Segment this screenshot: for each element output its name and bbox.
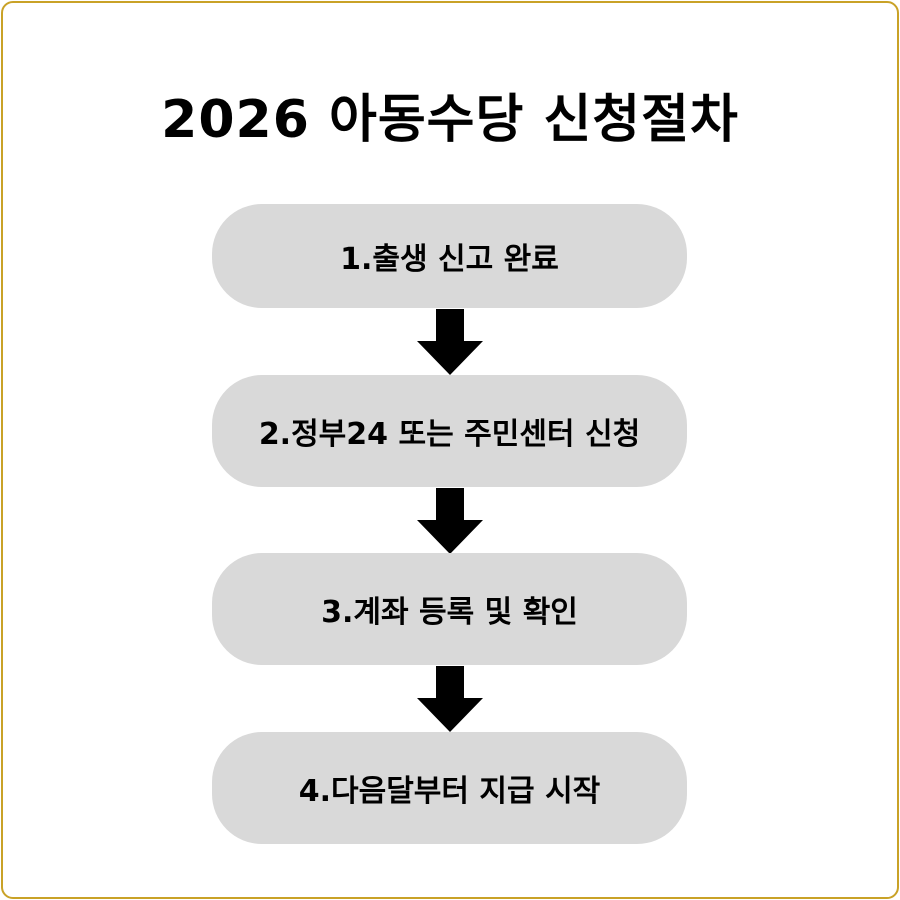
step-3-label: 3.계좌 등록 및 확인 (321, 595, 578, 630)
step-2-label: 2.정부24 또는 주민센터 신청 (258, 417, 641, 452)
step-1-label: 1.출생 신고 완료 (340, 242, 559, 277)
arrow-down-icon (417, 309, 483, 375)
step-3-box: 3.계좌 등록 및 확인 (212, 553, 687, 665)
step-2-box: 2.정부24 또는 주민센터 신청 (212, 375, 687, 487)
page-title: 2026 아동수당 신청절차 (161, 90, 739, 150)
arrow-down-icon (417, 666, 483, 732)
step-4-box: 4.다음달부터 지급 시작 (212, 732, 687, 844)
arrow-down-icon (417, 488, 483, 554)
step-1-box: 1.출생 신고 완료 (212, 204, 687, 308)
step-4-label: 4.다음달부터 지급 시작 (298, 774, 601, 809)
